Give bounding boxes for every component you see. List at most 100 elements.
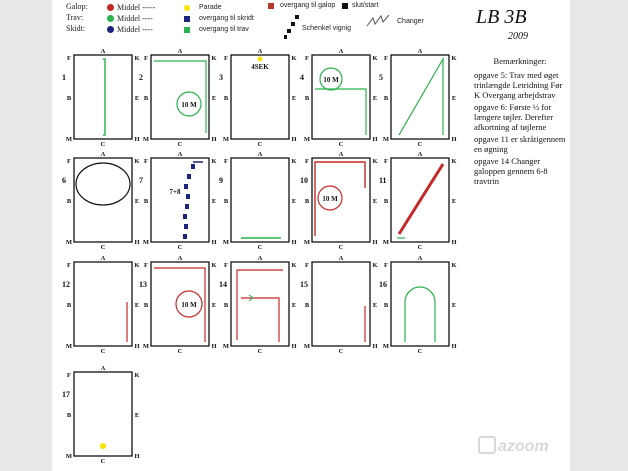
letter-top: A <box>178 151 183 158</box>
volte-circle <box>175 290 203 318</box>
letter-left-bottom: M <box>66 453 72 460</box>
arena-number: 14 <box>219 280 227 289</box>
arena-number: 1 <box>62 73 66 82</box>
arena-outline <box>230 261 290 347</box>
letter-top: A <box>258 48 263 55</box>
letter-right-mid: E <box>292 302 296 309</box>
letter-right-mid: E <box>135 412 139 419</box>
arena-number: 16 <box>379 280 387 289</box>
leg-yield-mark <box>186 194 190 199</box>
arena-outline <box>311 54 371 140</box>
letter-right-bottom: H <box>134 343 139 350</box>
gallop-color-dot <box>107 4 114 11</box>
arena-number: 17 <box>62 390 70 399</box>
arena-label: 10 M <box>181 101 197 109</box>
legend-trot-label: Trav: <box>66 13 84 22</box>
letter-right-bottom: H <box>291 239 296 246</box>
letter-left-bottom: M <box>383 136 389 143</box>
letter-right-top: K <box>451 55 456 62</box>
letter-right-mid: E <box>452 302 456 309</box>
letter-bottom: C <box>339 141 344 148</box>
parade-icon <box>100 443 106 449</box>
letter-right-mid: E <box>373 302 377 309</box>
letter-top: A <box>418 255 423 262</box>
letter-left-mid: B <box>224 302 229 309</box>
letter-right-top: K <box>211 158 216 165</box>
letter-bottom: C <box>258 348 263 355</box>
letter-bottom: C <box>418 348 423 355</box>
parade-icon <box>257 56 263 62</box>
parade-icon <box>184 5 190 11</box>
arena-number: 2 <box>139 73 143 82</box>
letter-right-top: K <box>372 262 377 269</box>
letter-top: A <box>101 48 106 55</box>
walk-color-dot <box>107 26 114 33</box>
letter-right-top: K <box>451 262 456 269</box>
letter-top: A <box>418 151 423 158</box>
program-year: 2009 <box>508 31 528 42</box>
letter-top: A <box>101 151 106 158</box>
letter-left-top: F <box>384 55 388 62</box>
arena-outline <box>73 54 133 140</box>
legend-gallop-transition: overgang til galop <box>280 2 336 9</box>
letter-left-mid: B <box>384 198 389 205</box>
legend-parade: Parade <box>199 4 222 11</box>
letter-left-mid: B <box>224 95 229 102</box>
arena-outline <box>73 371 133 457</box>
note-item: opgave 5: Trav med øget trinlængde Letri… <box>474 70 563 100</box>
arena-label: 7+8 <box>170 188 181 196</box>
changer-marks <box>248 294 254 302</box>
letter-left-mid: B <box>305 198 310 205</box>
legend-walk-transition: overgang til skridt <box>199 15 254 22</box>
arena-outline <box>150 261 210 347</box>
letter-top: A <box>178 48 183 55</box>
letter-bottom: C <box>418 141 423 148</box>
letter-right-top: K <box>211 262 216 269</box>
letter-left-top: F <box>305 158 309 165</box>
letter-right-mid: E <box>452 198 456 205</box>
notes-panel: Bemærkninger: opgave 5: Trav med øget tr… <box>474 56 566 188</box>
arena-label: 4SEK <box>251 63 269 71</box>
legend-gallop-label: Galop: <box>66 2 88 11</box>
arena-number: 5 <box>379 73 383 82</box>
letter-left-bottom: M <box>66 136 72 143</box>
letter-left-bottom: M <box>304 136 310 143</box>
letter-bottom: C <box>258 244 263 251</box>
changer-icon <box>366 14 390 27</box>
letter-right-bottom: H <box>451 136 456 143</box>
letter-right-mid: E <box>452 95 456 102</box>
letter-top: A <box>258 151 263 158</box>
letter-bottom: C <box>339 244 344 251</box>
letter-left-mid: B <box>224 198 229 205</box>
gallop-path <box>154 267 206 342</box>
volte-circle <box>317 185 343 211</box>
trot-path <box>404 286 436 342</box>
arena-number: 4 <box>300 73 304 82</box>
legend-walk-label: Skidt: <box>66 24 86 33</box>
letter-right-mid: E <box>292 95 296 102</box>
letter-right-mid: E <box>373 198 377 205</box>
arena-number: 3 <box>219 73 223 82</box>
letter-left-top: F <box>224 55 228 62</box>
gallop-path <box>236 269 283 340</box>
letter-left-bottom: M <box>223 239 229 246</box>
arena-number: 10 <box>300 176 308 185</box>
letter-left-top: F <box>144 158 148 165</box>
letter-right-mid: E <box>292 198 296 205</box>
letter-left-top: F <box>384 262 388 269</box>
note-item: opgave 14 Changer galoppen gennem 6-8 tr… <box>474 156 548 186</box>
leg-yield-mark <box>183 234 187 239</box>
arena-number: 7 <box>139 176 143 185</box>
letter-right-top: K <box>211 55 216 62</box>
letter-right-mid: E <box>373 95 377 102</box>
letter-right-bottom: H <box>134 136 139 143</box>
letter-left-top: F <box>144 55 148 62</box>
